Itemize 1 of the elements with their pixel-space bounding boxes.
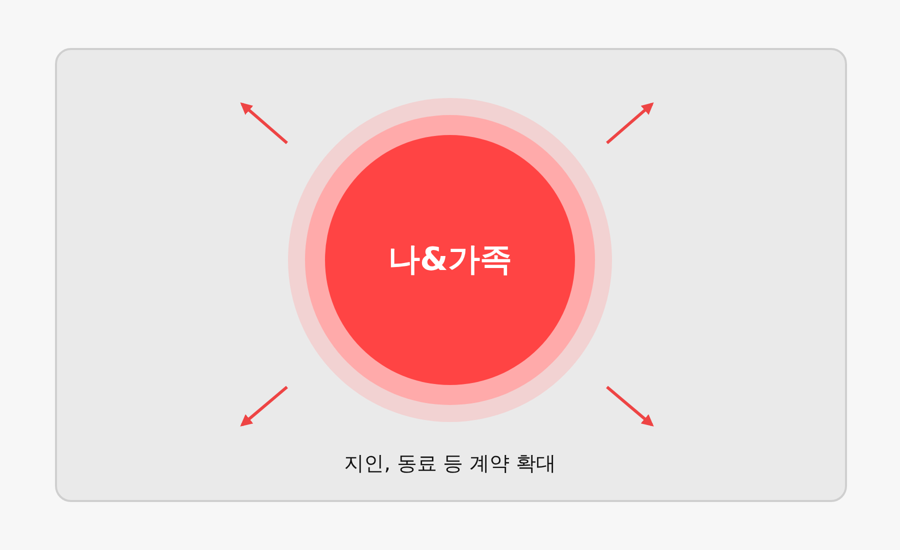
caption-text: 지인, 동료 등 계약 확대 — [344, 450, 556, 477]
